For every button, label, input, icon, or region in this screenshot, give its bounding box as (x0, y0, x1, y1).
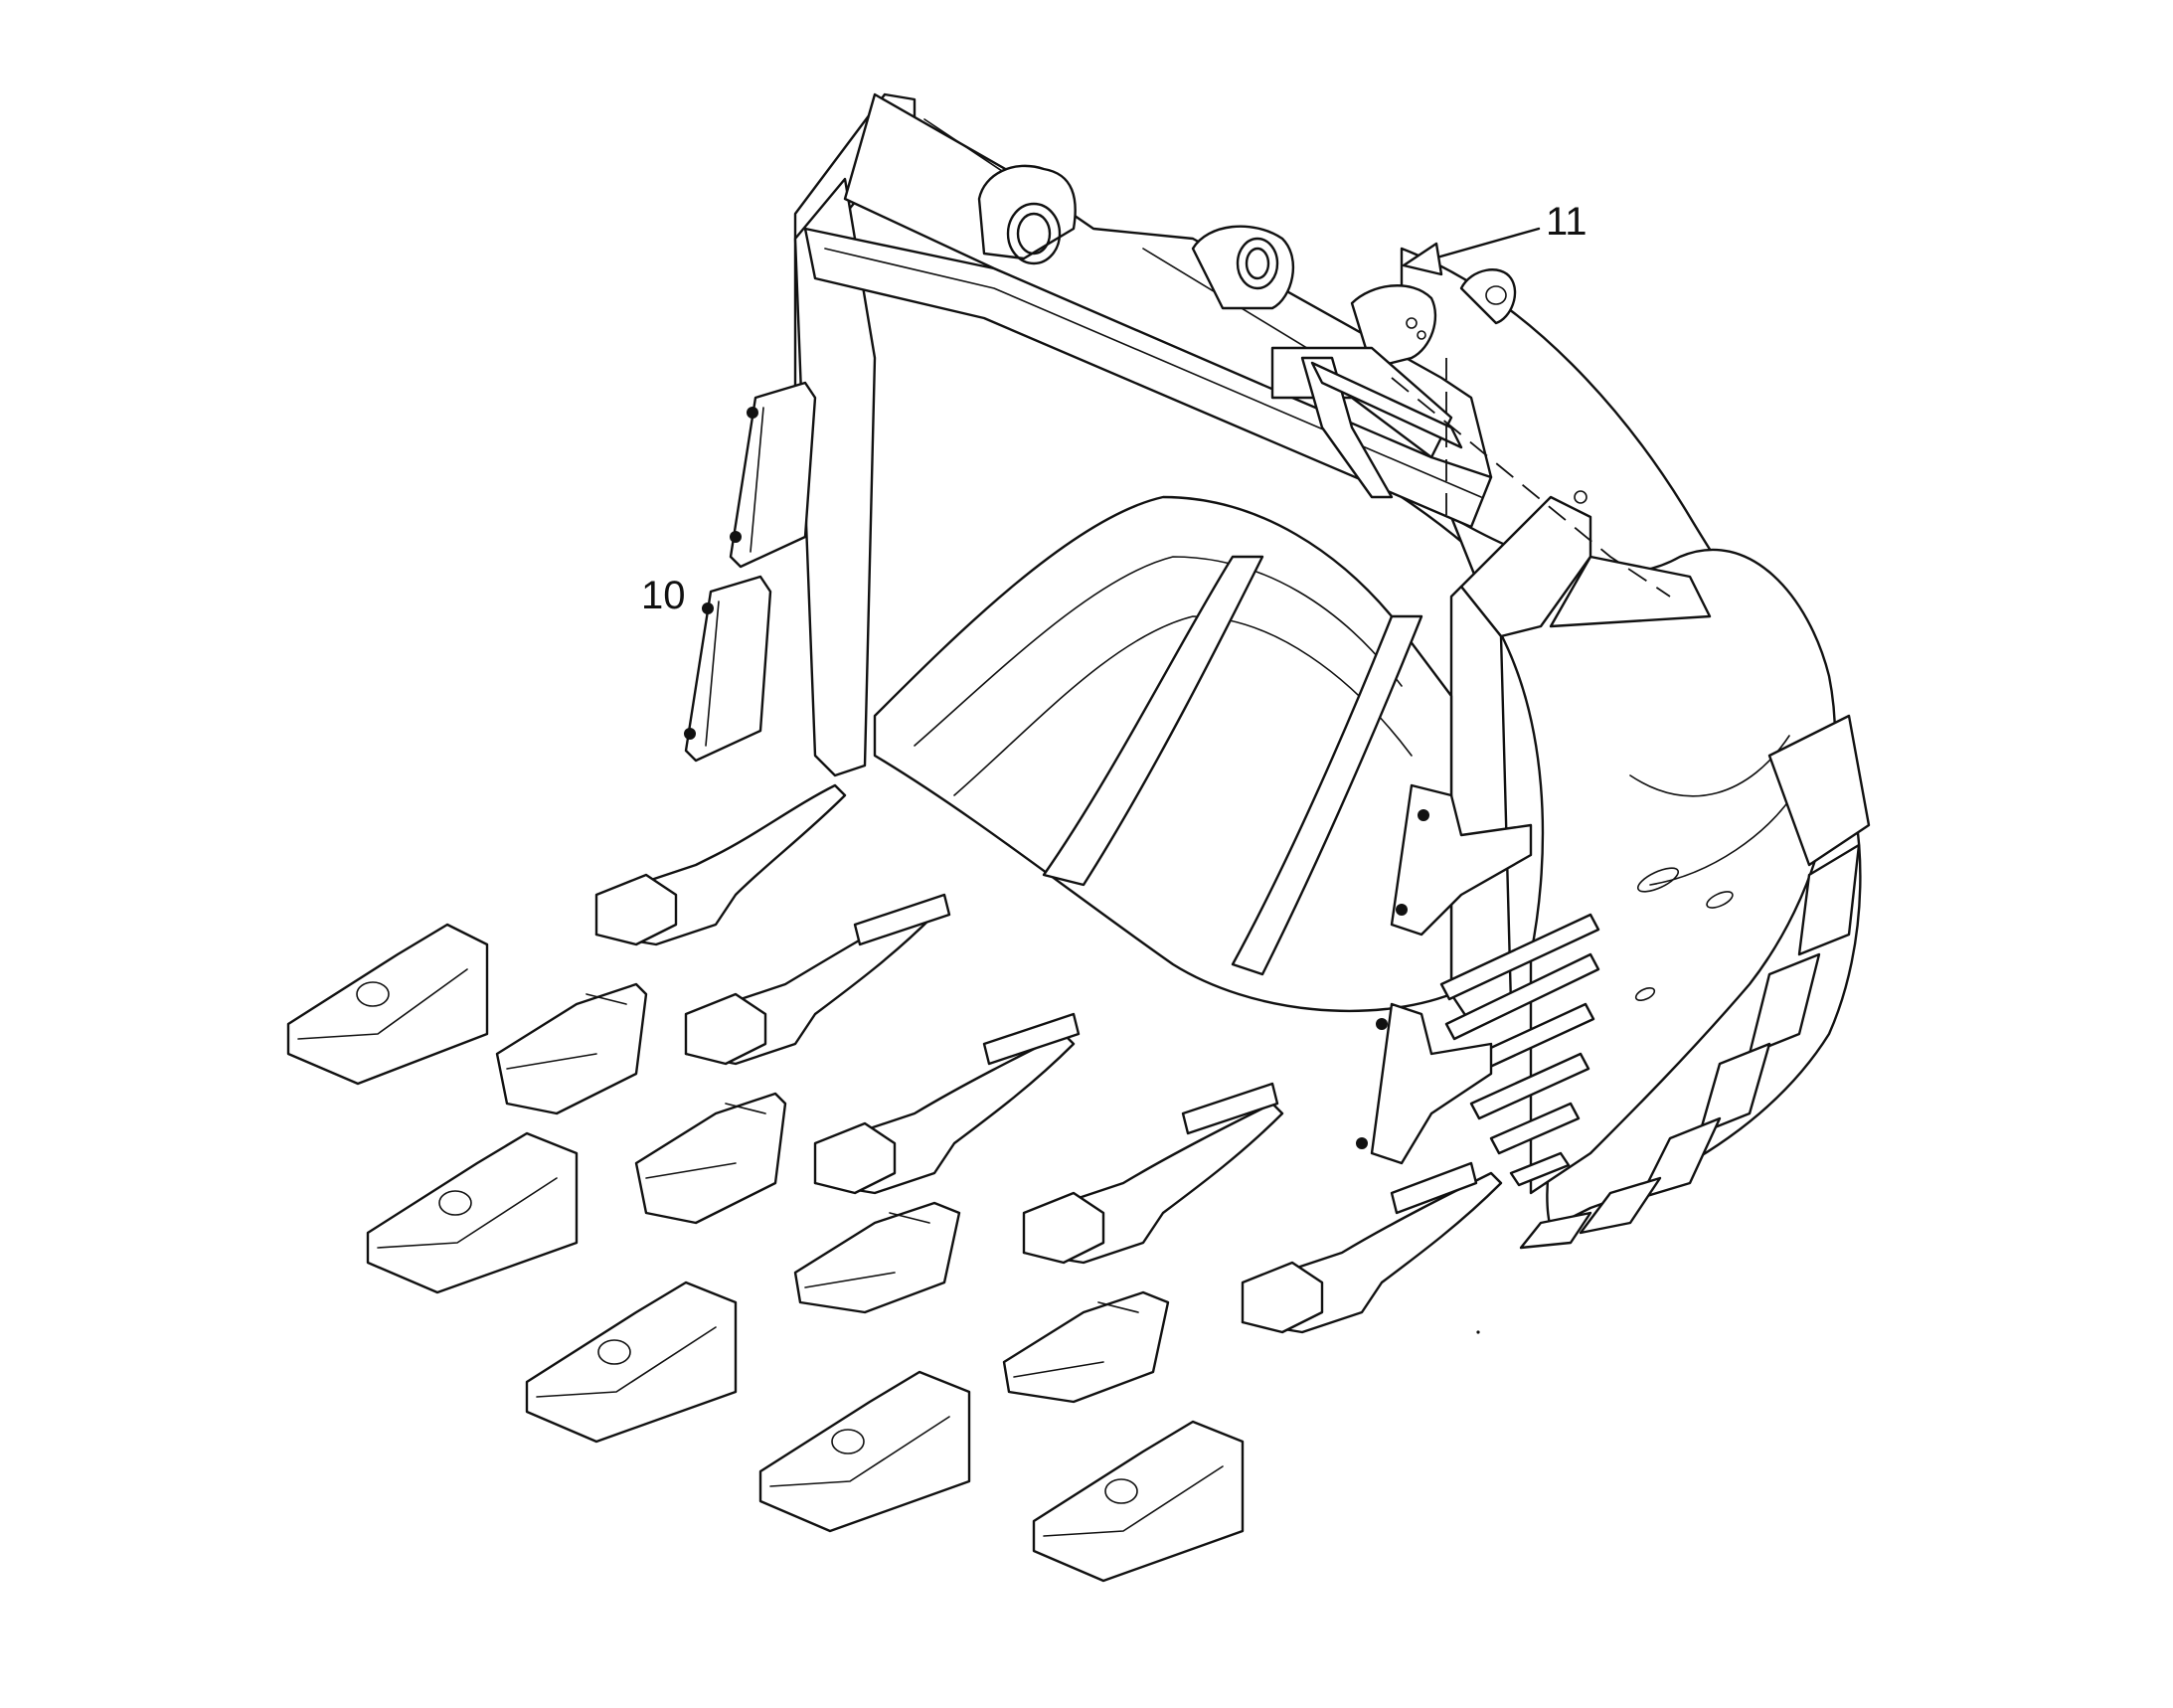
callout-10-label: 10 (641, 574, 686, 617)
tooth-b-2 (634, 1092, 787, 1225)
callout-10: 10 (641, 574, 686, 617)
tooth-a-4 (758, 1370, 971, 1533)
part-10-side-plates (684, 381, 817, 763)
loose-teeth (286, 923, 1245, 1583)
bucket-body (793, 92, 1862, 1230)
lip-adapters (594, 783, 1503, 1334)
side-wear-segments (1519, 714, 1871, 1250)
callout-11: 11 (1402, 200, 1588, 276)
tooth-a-1 (286, 923, 489, 1086)
side-shrouds (1356, 783, 1533, 1165)
callout-11-label: 11 (1546, 200, 1588, 244)
tooth-a-3 (525, 1281, 738, 1444)
tooth-b-3 (793, 1201, 961, 1314)
tooth-a-5 (1032, 1420, 1245, 1583)
tooth-b-4 (1002, 1290, 1170, 1404)
tooth-b-1 (495, 982, 648, 1115)
tooth-a-2 (366, 1131, 579, 1294)
stray-mark (1476, 1330, 1480, 1334)
